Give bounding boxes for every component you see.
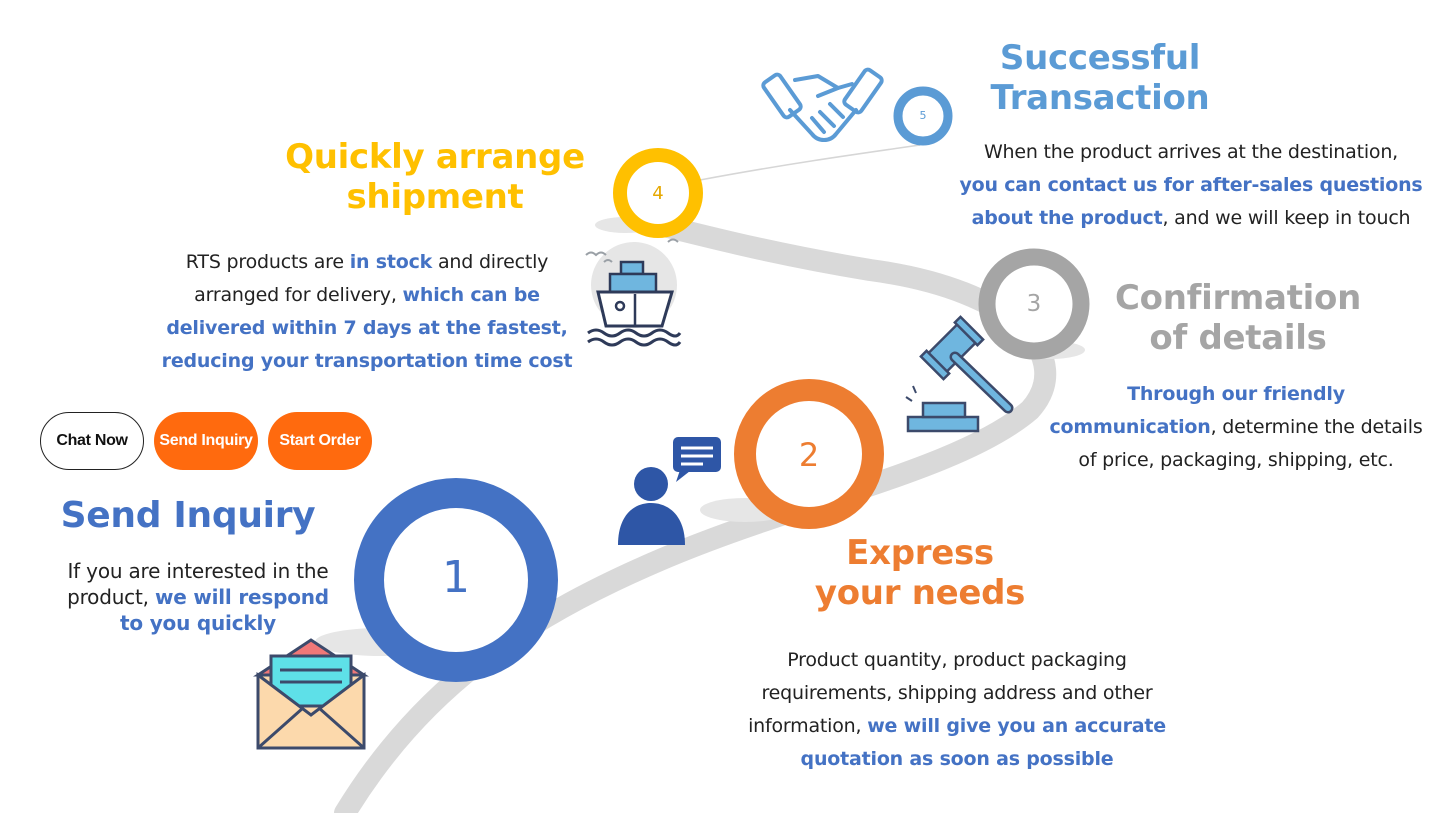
step-5-number: 5 [919,109,927,122]
send-inquiry-button[interactable]: Send Inquiry [154,412,258,470]
envelope-icon [253,638,369,750]
step-2-title: Express your needs [814,533,1026,614]
ship-icon [585,238,682,347]
step-1-number: 1 [442,552,470,603]
step-2-number: 2 [798,436,820,474]
step-3-title: Confirmation of details [1115,278,1361,359]
handshake-icon [761,67,884,142]
step-5-ring [893,86,953,146]
step-5-description: When the product arrives at the destinat… [959,141,1423,229]
step-4-description: RTS products are in stock and directly a… [161,251,573,372]
step-1-description: If you are interested in the product, we… [67,559,329,635]
step-1-title: Send Inquiry [60,495,316,536]
gavel-icon [905,315,1014,433]
step-3-number: 3 [1026,291,1042,317]
step-4-number: 4 [652,183,664,204]
step-3-ring [978,248,1090,360]
start-order-button[interactable]: Start Order [268,412,372,470]
step-4-title: Quickly arrange shipment [285,137,585,218]
step-1-ring [354,478,558,682]
person-chat-icon [618,437,721,545]
connector-line [699,144,921,181]
step-5-title: Successful Transaction [990,38,1210,119]
step-3-description: Through our friendly communication, dete… [1049,383,1423,471]
step-2-description: Product quantity, product packaging requ… [748,649,1166,770]
chat-now-button[interactable]: Chat Now [40,412,144,470]
step-4-ring [613,148,703,238]
step-2-ring [734,379,884,529]
